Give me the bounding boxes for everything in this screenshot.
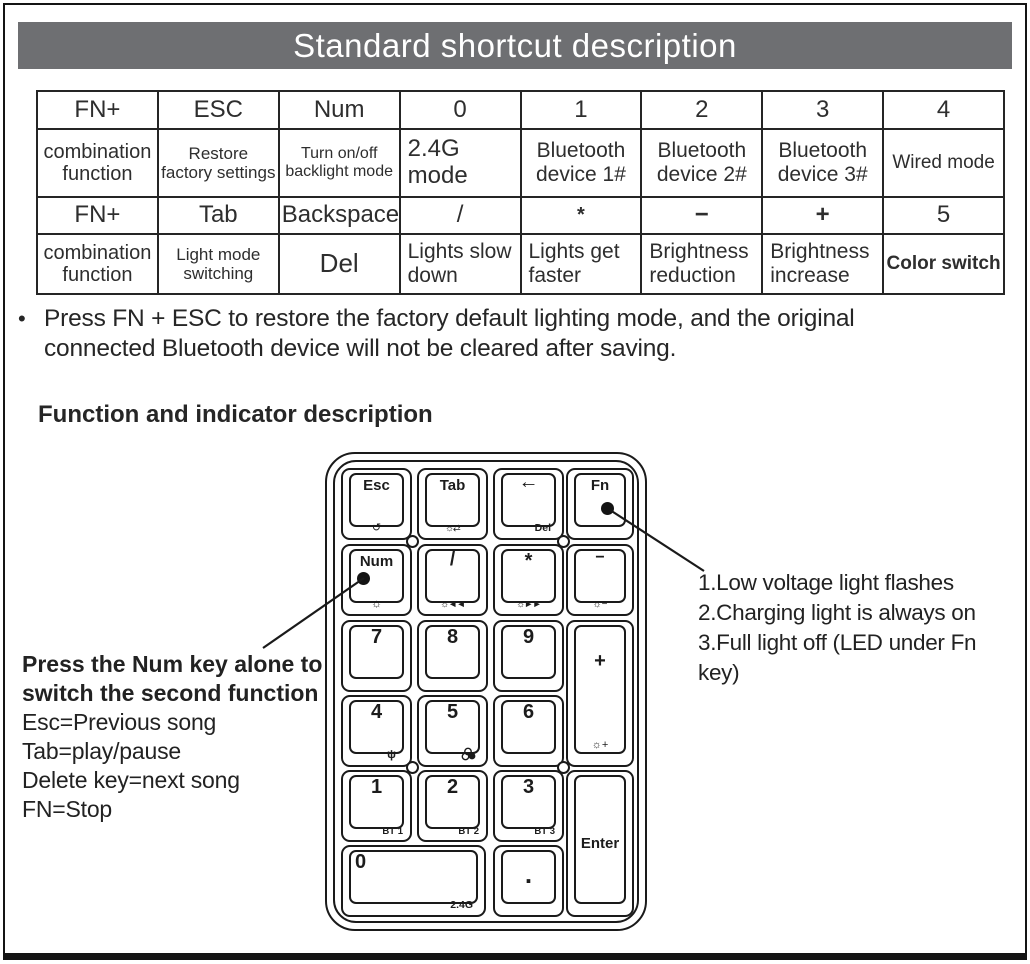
cell-restore-factory: Restore factory settings: [156, 128, 280, 198]
cell-bt2: Bluetooth device 2#: [640, 128, 764, 198]
cell-color-switch: Color switch: [882, 233, 1005, 295]
led-dot: [357, 572, 370, 585]
num-note-item: Tab=play/pause: [22, 738, 181, 764]
num-note-title-2: switch the second function: [22, 680, 319, 706]
num-note-item: Esc=Previous song: [22, 709, 217, 735]
key-1: 1 BT 1: [341, 770, 412, 842]
key-backspace: ← Del: [493, 468, 564, 540]
num-note-title-1: Press the Num key alone to: [22, 651, 323, 677]
key-enter: Enter: [566, 770, 634, 917]
brightness-down-icon: ☼−: [592, 599, 608, 610]
key-4: 4 ψ: [341, 695, 412, 767]
num-note-item: Delete key=next song: [22, 767, 240, 793]
cell-slash: /: [398, 196, 522, 235]
shortcut-table: FN+ ESC Num 0 1 2 3 4 combination functi…: [36, 90, 1005, 295]
key-dot: .: [493, 845, 564, 917]
backlight-mode-icon: ☼⇄: [445, 523, 461, 534]
keypad-case-inner: [333, 460, 639, 923]
cell-24g-mode: 2.4G mode: [398, 128, 522, 198]
fn-esc-note-text: Press FN + ESC to restore the factory de…: [44, 305, 855, 362]
key-8: 8: [417, 620, 488, 692]
keypad-case: [325, 452, 647, 931]
fn-led-item: 2.Charging light is always on: [698, 600, 976, 625]
num-key-note: Press the Num key alone to switch the se…: [22, 650, 332, 824]
table-row: FN+ Tab Backspace / * − + 5: [36, 196, 1005, 235]
fn-esc-note: • Press FN + ESC to restore the factory …: [18, 304, 964, 363]
bullet-icon: •: [18, 306, 26, 331]
backlight-icon: ☼: [371, 596, 382, 610]
screw-icon: [406, 761, 419, 774]
key-fn: Fn: [566, 468, 634, 540]
cell-backspace: Backspace: [277, 196, 401, 235]
screw-icon: [557, 535, 570, 548]
cell-num: Num: [277, 90, 401, 130]
key-plus: + ☼+: [566, 620, 634, 767]
key-3: 3 BT 3: [493, 770, 564, 842]
led-dot: [601, 502, 614, 515]
key-tab: Tab ☼⇄: [417, 468, 488, 540]
color-switch-icon: [461, 747, 476, 761]
table-row: combination function Restore factory set…: [36, 128, 1005, 198]
cell-2: 2: [640, 90, 764, 130]
cell-combination-function2: combination function: [36, 233, 159, 295]
key-slash: / ☼◄◄: [417, 544, 488, 616]
brightness-up-icon: ☼+: [591, 739, 609, 751]
usb-icon: ψ: [386, 747, 396, 761]
cell-star: *: [519, 196, 643, 235]
cell-bt3: Bluetooth device 3#: [761, 128, 885, 198]
key-minus: − ☼−: [566, 544, 634, 616]
key-9: 9: [493, 620, 564, 692]
cell-fn2: FN+: [36, 196, 159, 235]
fn-led-item: 1.Low voltage light flashes: [698, 570, 954, 595]
cell-esc: ESC: [156, 90, 280, 130]
cell-lights-faster: Lights get faster: [519, 233, 643, 295]
lights-faster-icon: ☼►►: [516, 599, 542, 610]
cell-combination-function: combination function: [36, 128, 159, 198]
lights-slower-icon: ☼◄◄: [440, 599, 466, 610]
table-row: FN+ ESC Num 0 1 2 3 4: [36, 90, 1005, 130]
cell-lights-slow: Lights slow down: [398, 233, 522, 295]
cell-bt1: Bluetooth device 1#: [519, 128, 643, 198]
screw-icon: [406, 535, 419, 548]
cell-fn: FN+: [36, 90, 159, 130]
backspace-arrow-icon: ←: [518, 471, 539, 493]
cell-0: 0: [398, 90, 522, 130]
page-title: Standard shortcut description: [293, 26, 737, 64]
key-2: 2 BT 2: [417, 770, 488, 842]
fn-led-note: 1.Low voltage light flashes 2.Charging l…: [698, 568, 1023, 688]
cell-4: 4: [882, 90, 1005, 130]
cell-tab: Tab: [156, 196, 280, 235]
cell-del: Del: [277, 233, 401, 295]
cell-plus: +: [761, 196, 885, 235]
cell-brightness-reduction: Brightness reduction: [640, 233, 764, 295]
page-border: [3, 3, 1027, 960]
section-heading: Function and indicator description: [38, 401, 433, 428]
key-0: 0 2.4G: [341, 845, 486, 917]
key-star: * ☼►►: [493, 544, 564, 616]
cell-1: 1: [519, 90, 643, 130]
cell-backlight-mode: Turn on/off backlight mode: [277, 128, 401, 198]
restart-icon: ↺: [371, 522, 382, 534]
cell-wired-mode: Wired mode: [882, 128, 1005, 198]
title-bar: Standard shortcut description: [18, 22, 1012, 69]
cell-minus: −: [640, 196, 764, 235]
num-note-item: FN=Stop: [22, 796, 113, 822]
cell-brightness-increase: Brightness increase: [761, 233, 885, 295]
key-7: 7: [341, 620, 412, 692]
fn-led-item: 3.Full light off (LED under Fn key): [698, 630, 977, 685]
key-5: 5: [417, 695, 488, 767]
cell-3: 3: [761, 90, 885, 130]
key-6: 6: [493, 695, 564, 767]
screw-icon: [557, 761, 570, 774]
key-esc: Esc ↺: [341, 468, 412, 540]
table-row: combination function Light mode switchin…: [36, 233, 1005, 295]
cell-5: 5: [882, 196, 1005, 235]
cell-light-mode-switching: Light mode switching: [156, 233, 280, 295]
key-num: Num ☼: [341, 544, 412, 616]
